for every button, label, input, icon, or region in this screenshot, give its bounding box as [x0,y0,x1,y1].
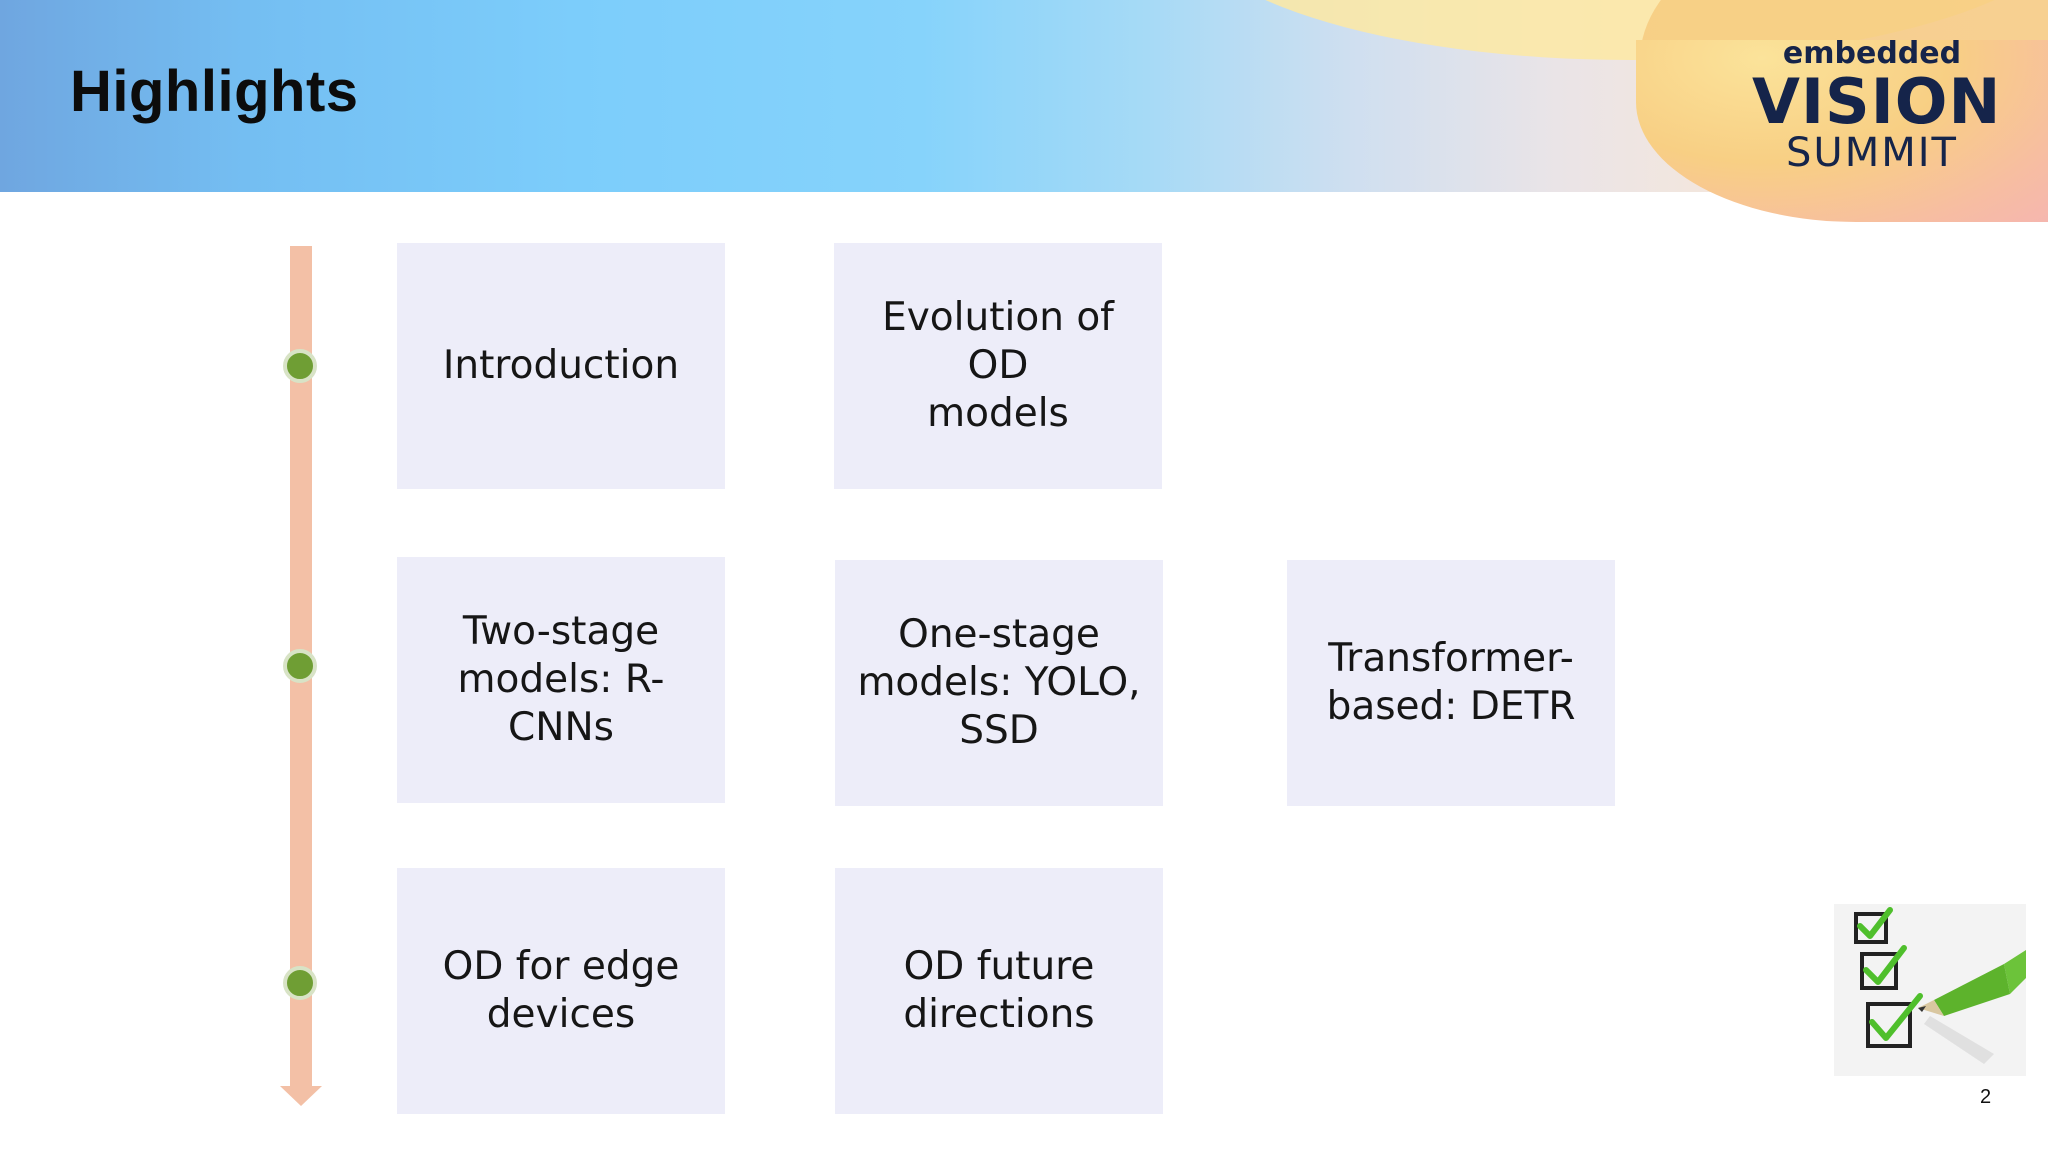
topic-box-evolution: Evolution of OD models [834,243,1162,489]
topic-label: OD future directions [903,944,1095,1037]
logo-line-embedded: embedded [1782,36,1962,71]
topic-box-introduction: Introduction [397,243,725,489]
timeline-dot [283,649,317,683]
topic-box-edge: OD for edge devices [397,868,725,1114]
topic-box-future: OD future directions [835,868,1163,1114]
slide-title: Highlights [70,59,359,124]
topic-box-transformer: Transformer- based: DETR [1287,560,1615,806]
topic-label: Evolution of OD models [882,295,1114,436]
logo-line-summit: SUMMIT [1786,130,1958,176]
topic-label: Transformer- based: DETR [1326,636,1576,729]
embedded-vision-summit-logo: embedded VISION SUMMIT [1752,36,2002,176]
topic-label: One-stage models: YOLO, SSD [857,612,1141,753]
timeline-arrow-icon [280,1086,322,1106]
timeline-dot [283,349,317,383]
logo-line-vision: VISION [1752,65,2002,138]
checklist-icon [1834,904,2026,1076]
topic-box-two-stage: Two-stage models: R-CNNs [397,557,725,803]
timeline-dot [283,966,317,1000]
page-number: 2 [1980,1086,1992,1108]
topic-label: Introduction [442,343,680,388]
topic-label: Two-stage models: R-CNNs [457,609,665,750]
topic-box-one-stage: One-stage models: YOLO, SSD [835,560,1163,806]
topic-label: OD for edge devices [442,944,680,1037]
